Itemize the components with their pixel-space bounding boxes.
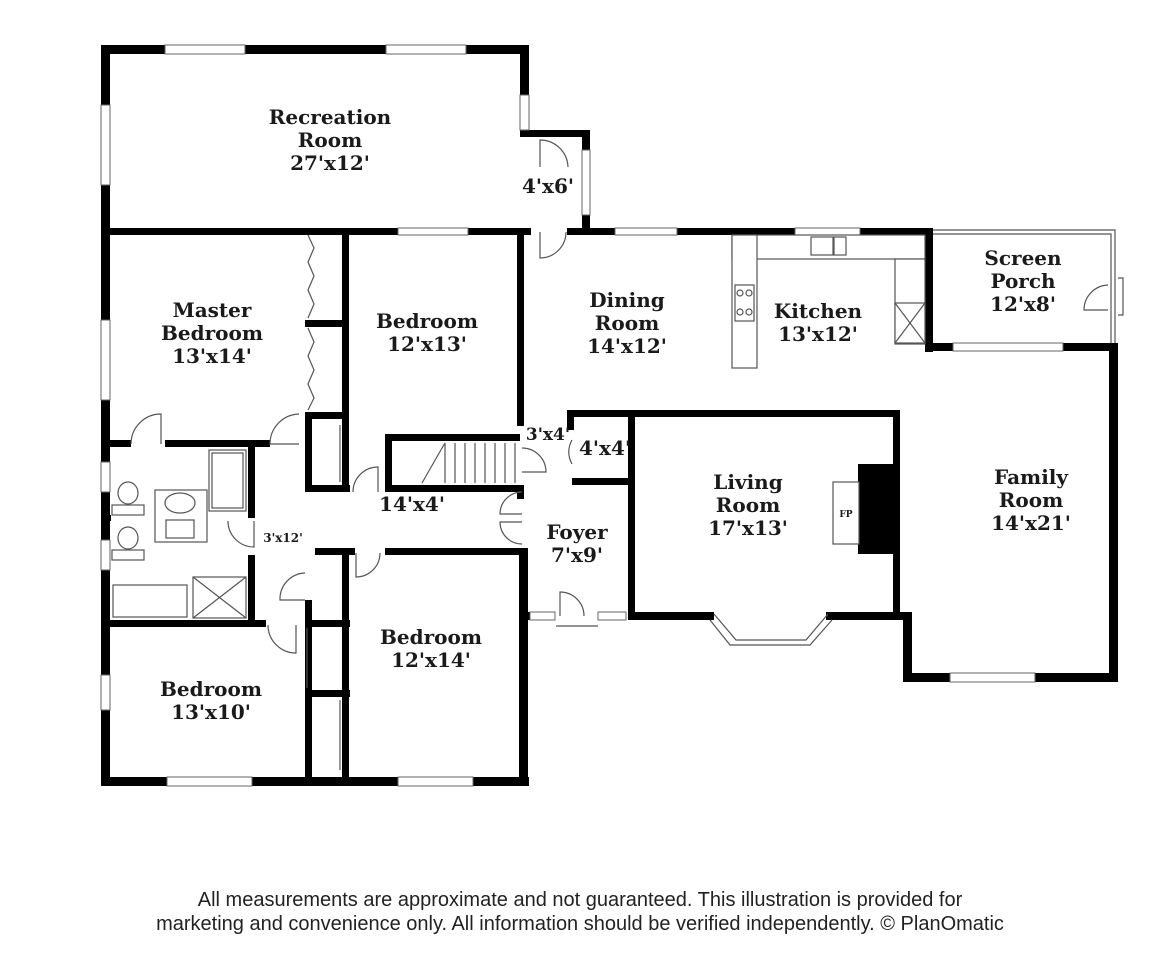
stairs <box>421 442 516 484</box>
closet-a-size: 3'x4' <box>526 425 570 445</box>
fireplace-label: FP <box>839 510 852 520</box>
dining-name-1: Dining <box>589 288 665 312</box>
bedroom-mid-size: 12'x14' <box>391 648 471 672</box>
windows <box>100 44 1064 787</box>
family-name-1: Family <box>994 465 1069 489</box>
master-name-2: Bedroom <box>161 321 263 345</box>
hall-size: 14'x4' <box>379 492 445 516</box>
thin-lines <box>130 139 1124 770</box>
foyer-size: 7'x9' <box>551 543 603 567</box>
recreation-name-1: Recreation <box>269 105 392 129</box>
bedroom-low-size: 13'x10' <box>171 700 251 724</box>
family-size: 14'x21' <box>991 511 1071 535</box>
family-name-2: Room <box>999 488 1063 512</box>
walls <box>101 45 1118 786</box>
bedroom-low-name: Bedroom <box>160 677 262 701</box>
kitchen-fixtures <box>731 234 926 369</box>
bedroom-mid-name: Bedroom <box>380 625 482 649</box>
master-size: 13'x14' <box>172 344 252 368</box>
disclaimer: All measurements are approximate and not… <box>0 888 1160 936</box>
fireplace-hearth <box>832 481 860 545</box>
bath-fixtures <box>111 449 247 619</box>
disclaimer-line-1: All measurements are approximate and not… <box>197 889 963 911</box>
living-name-1: Living <box>713 470 782 494</box>
bath-hall-size: 3'x12' <box>263 531 303 545</box>
dining-name-2: Room <box>595 311 659 335</box>
bedroom-top-name: Bedroom <box>376 309 478 333</box>
disclaimer-line-2: marketing and convenience only. All info… <box>156 913 1004 935</box>
recreation-name-2: Room <box>298 128 362 152</box>
closet-b-size: 4'x4' <box>579 436 631 460</box>
porch-size: 12'x8' <box>990 292 1056 316</box>
porch-name-2: Porch <box>990 269 1056 293</box>
bedroom-top-size: 12'x13' <box>387 332 467 356</box>
foyer-name: Foyer <box>546 520 608 544</box>
recreation-size: 27'x12' <box>290 151 370 175</box>
master-name-1: Master <box>173 298 252 322</box>
kitchen-name: Kitchen <box>774 299 863 323</box>
vestibule-size: 4'x6' <box>522 174 574 198</box>
dining-size: 14'x12' <box>587 334 667 358</box>
porch-name-1: Screen <box>984 246 1062 270</box>
room-labels: Recreation Room 27'x12' 4'x6' Master Bed… <box>160 105 1071 724</box>
living-name-2: Room <box>716 493 780 517</box>
living-size: 17'x13' <box>708 516 788 540</box>
kitchen-size: 13'x12' <box>778 322 858 346</box>
